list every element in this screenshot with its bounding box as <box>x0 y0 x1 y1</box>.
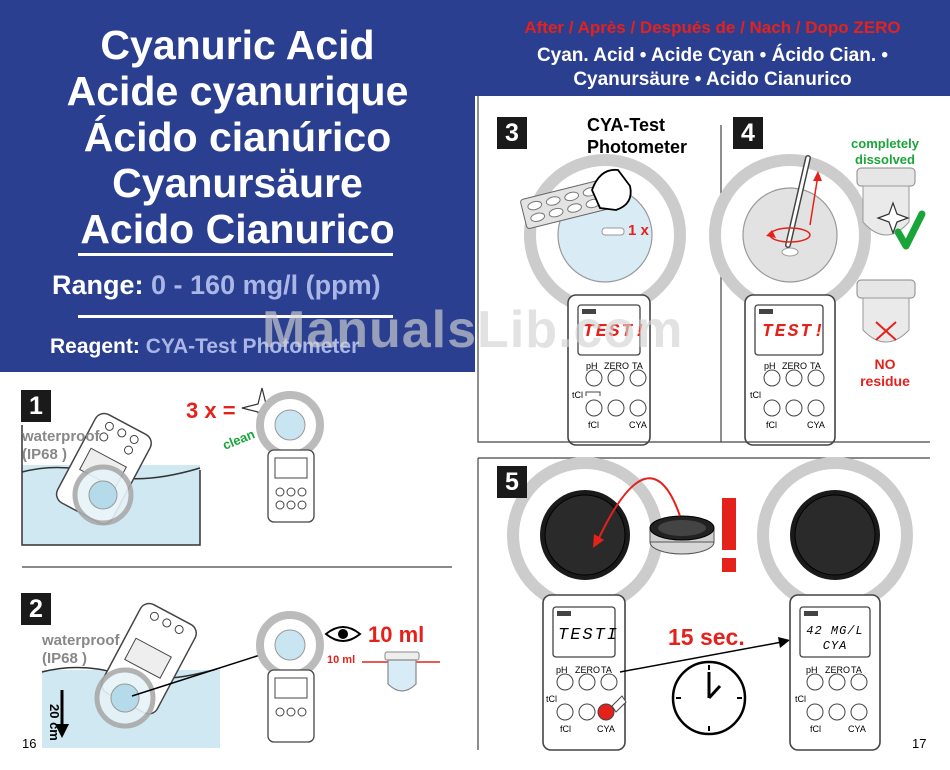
cuvette-cap-icon <box>649 515 715 555</box>
step-2-ip-rating: (IP68 ) <box>42 650 88 667</box>
step-1-badge: 1 <box>21 390 51 422</box>
cya-names-line-1: Cyan. Acid • Acide Cyan • Ácido Cian. • <box>536 45 889 66</box>
step-4-key-cya: CYA <box>807 420 825 430</box>
step-2-waterproof: waterproof <box>42 632 120 649</box>
header-divider-bottom <box>78 315 393 318</box>
exclamation-bar <box>722 498 736 550</box>
step-3-key-ph: pH <box>586 361 598 371</box>
step-5-illustration <box>507 457 913 751</box>
step-3-key-zero: ZERO <box>604 361 630 371</box>
step-4-residue-label: NO residue <box>842 356 928 390</box>
step-3-tablet-count: 1 x <box>628 222 649 239</box>
cuvette-dissolved-icon <box>856 167 926 250</box>
page-number-right: 17 <box>912 736 927 751</box>
step-5-display-after-line-1: 42 MG/L <box>806 624 864 638</box>
step-3-device-line-1: CYA-Test <box>587 115 666 135</box>
step-4-illustration <box>709 154 926 446</box>
after-zero-line: After / Après / Después de / Nach / Dopo… <box>524 18 901 37</box>
reagent-label: Reagent: <box>50 335 140 358</box>
watermark-text: ManualsLib.com <box>262 301 684 359</box>
reagent-value: CYA-Test Photometer <box>145 335 360 358</box>
step-4-badge: 4 <box>733 117 763 149</box>
step-4-key-zero: ZERO <box>782 361 808 371</box>
step-3-key-fcl: fCl <box>588 420 599 430</box>
step-5-right-key-fcl: fCl <box>810 724 821 734</box>
step-4-key-tcl: tCl <box>750 390 761 400</box>
step-2-depth-label: 20 cm <box>47 704 62 741</box>
step-3-illustration <box>520 154 686 446</box>
title-french: Acide cyanurique <box>66 68 409 114</box>
step-4-key-fcl: fCl <box>766 420 777 430</box>
photometer-small-1 <box>256 391 324 523</box>
step-4-residue-line-1: NO <box>874 356 896 372</box>
step-4-display: TEST! <box>762 322 827 342</box>
step-3-device-label: CYA-Test Photometer <box>587 114 687 158</box>
eye-icon <box>324 626 362 642</box>
range-value: 0 - 160 mg/l (ppm) <box>151 270 381 300</box>
pointing-finger-icon <box>611 695 627 713</box>
step-3-device-line-2: Photometer <box>587 137 688 157</box>
step-5-right-key-ph: pH <box>806 665 818 675</box>
title-english: Cyanuric Acid <box>100 22 375 68</box>
step-5-display-before: TESTI <box>558 626 620 645</box>
cuvette-residue-icon <box>856 279 916 343</box>
title-italian: Acido Cianurico <box>80 206 395 252</box>
right-header-panel <box>475 0 950 96</box>
step-5-key-cya: CYA <box>597 724 615 734</box>
page-number-left: 16 <box>22 736 37 751</box>
reagent-row: Reagent: CYA-Test Photometer <box>50 335 359 359</box>
step-2-illustration <box>41 602 440 748</box>
step-1-rinse-count: 3 x = <box>186 398 236 423</box>
step-3-key-ta: TA <box>632 361 643 371</box>
step-5-right-key-tcl: tCl <box>795 694 806 704</box>
step-5-right-key-ta: TA <box>851 665 862 675</box>
step-5-key-ph: pH <box>556 665 568 675</box>
step-3-badge: 3 <box>497 117 527 149</box>
step-5-right-key-zero: ZERO <box>825 665 851 675</box>
step-5-key-tcl: tCl <box>546 694 557 704</box>
step-4-key-ph: pH <box>764 361 776 371</box>
step-4-key-ta: TA <box>810 361 821 371</box>
step-1-waterproof: waterproof <box>22 428 100 445</box>
step-5-display-after: 42 MG/L CYA <box>806 624 864 654</box>
gloved-hand-icon <box>591 168 632 211</box>
step-4-dissolved-line-1: completely <box>851 136 919 151</box>
step-3-key-cya: CYA <box>629 420 647 430</box>
clock-icon <box>671 660 747 736</box>
step-3-key-tcl: tCl <box>572 390 583 400</box>
title-german: Cyanursäure <box>112 160 363 206</box>
step-5-badge: 5 <box>497 466 527 498</box>
step-1-ip-rating: (IP68 ) <box>22 446 68 463</box>
step-5-key-zero: ZERO <box>575 665 601 675</box>
step-2-badge: 2 <box>21 593 51 625</box>
step-5-key-fcl: fCl <box>560 724 571 734</box>
step-2-volume-label: 10 ml <box>368 622 425 647</box>
step-4-residue-line-2: residue <box>860 373 910 389</box>
step-5-display-after-line-2: CYA <box>822 639 848 653</box>
cya-names-line-2: Cyanursäure • Acido Cianurico <box>573 69 852 90</box>
step-3-display: TEST! <box>583 322 648 342</box>
check-icon <box>894 210 926 250</box>
step-1-illustration <box>21 387 324 546</box>
range-label: Range: <box>52 270 144 300</box>
step-2-fill-mark: 10 ml <box>327 654 356 666</box>
step-4-dissolved-line-2: dissolved <box>855 152 915 167</box>
step-5-wait-time: 15 sec. <box>668 624 745 650</box>
step-5-right-key-cya: CYA <box>848 724 866 734</box>
left-header-panel <box>0 0 475 372</box>
step-5-key-ta: TA <box>601 665 612 675</box>
header-divider-top <box>78 253 393 256</box>
title-spanish: Ácido cianúrico <box>83 114 392 160</box>
step-4-dissolved-label: completely dissolved <box>840 136 930 168</box>
range-row: Range: 0 - 160 mg/l (ppm) <box>52 270 381 301</box>
